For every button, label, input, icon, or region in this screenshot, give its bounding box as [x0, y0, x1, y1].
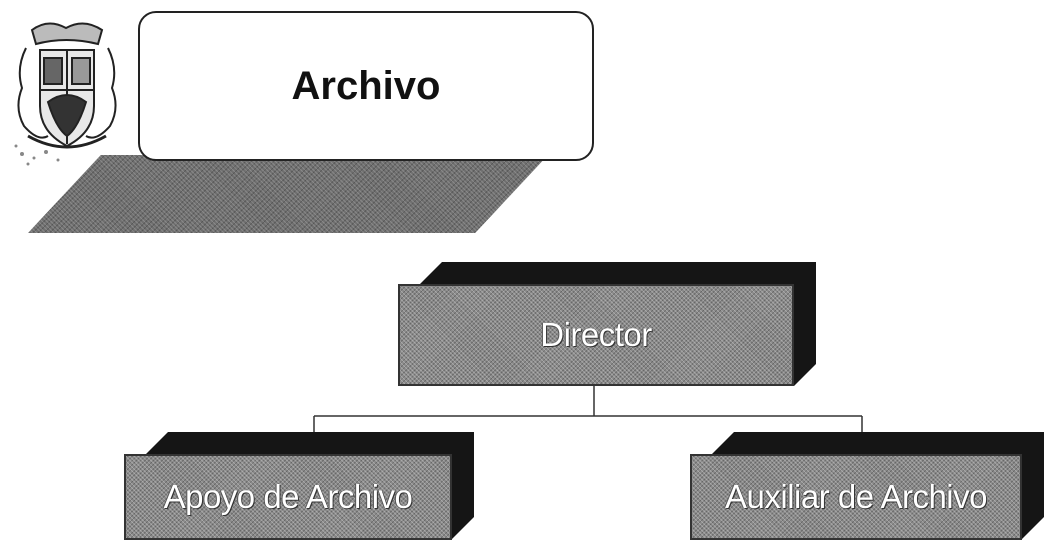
node-director: Director	[398, 262, 816, 386]
node-auxiliar-label: Auxiliar de Archivo	[725, 478, 987, 515]
node-apoyo-de-archivo: Apoyo de Archivo	[124, 432, 474, 540]
node-apoyo-face: Apoyo de Archivo	[124, 454, 452, 540]
node-director-label: Director	[540, 316, 652, 353]
node-auxiliar-face: Auxiliar de Archivo	[690, 454, 1022, 540]
coat-of-arms-icon	[14, 22, 117, 166]
node-auxiliar-de-archivo: Auxiliar de Archivo	[690, 432, 1044, 540]
title-shadow	[28, 155, 548, 233]
node-director-face: Director	[398, 284, 794, 386]
node-apoyo-label: Apoyo de Archivo	[163, 478, 413, 515]
title-box: Archivo	[138, 11, 594, 161]
page-title: Archivo	[291, 63, 441, 108]
